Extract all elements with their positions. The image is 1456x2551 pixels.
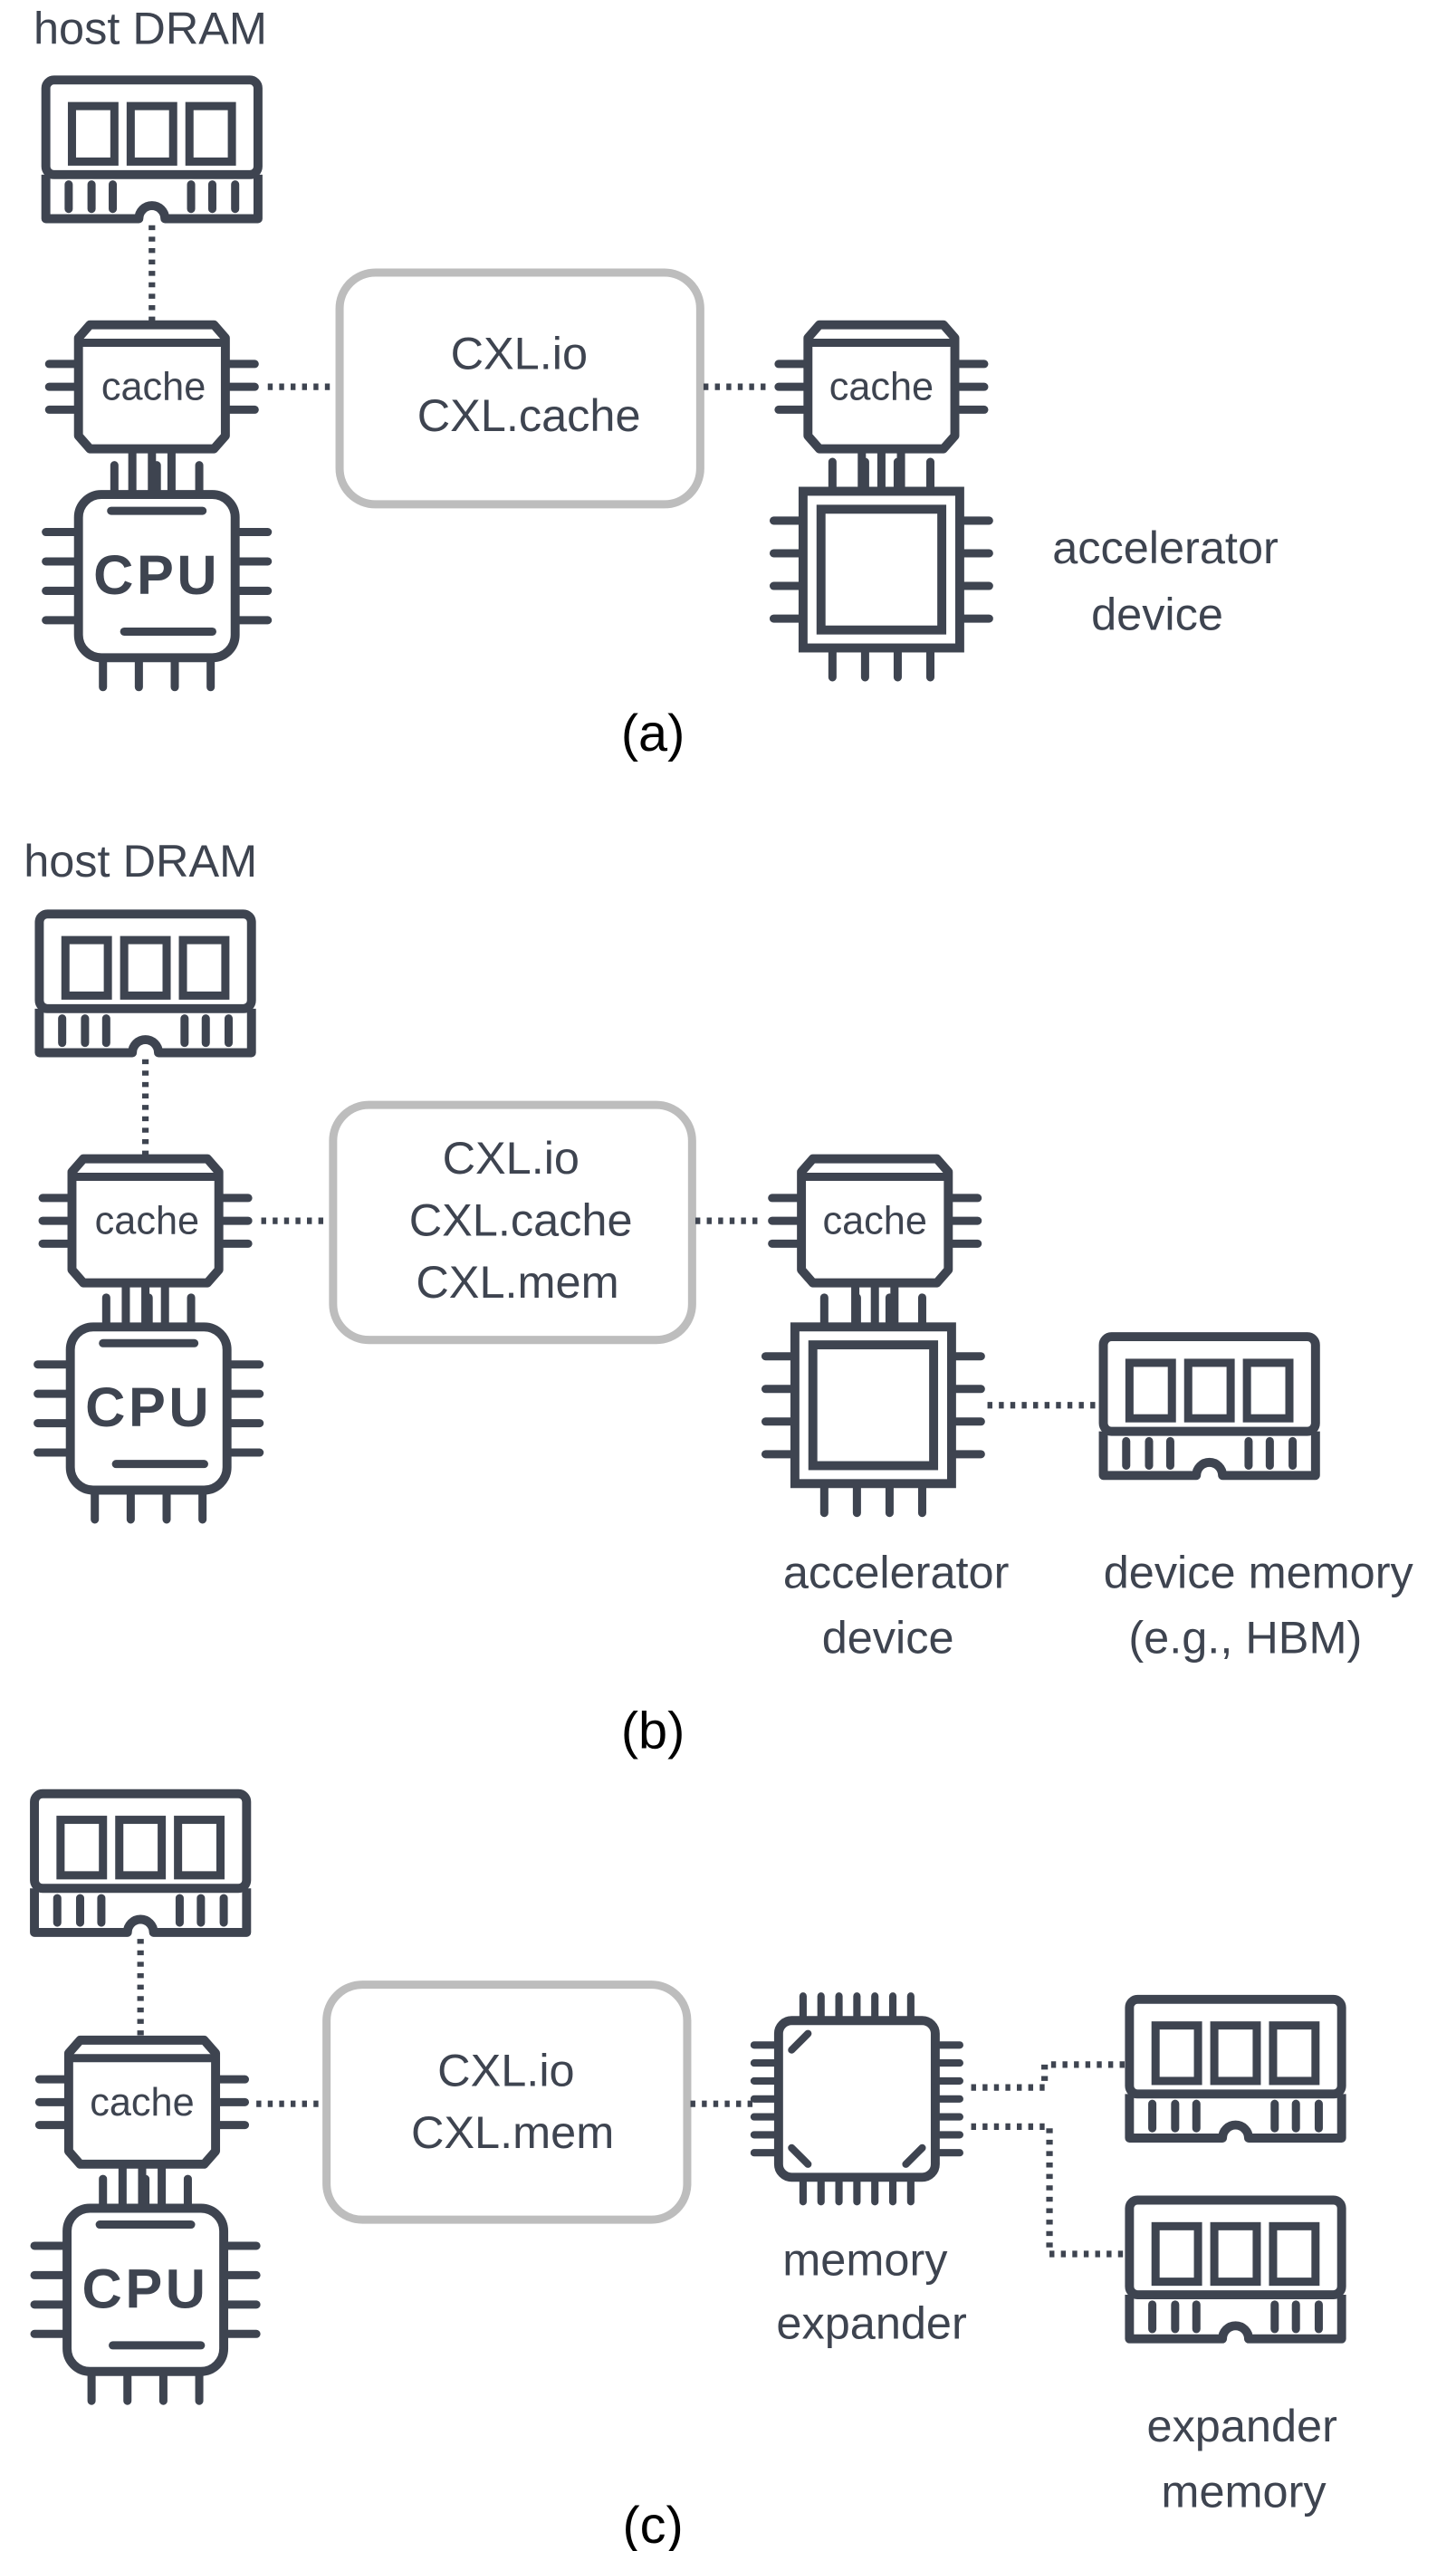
protocol-label: CXL.cache [417, 389, 641, 441]
protocol-label: CXL.io [451, 327, 588, 379]
protocol-label: CXL.io [443, 1132, 580, 1184]
ram-module-icon [46, 80, 258, 218]
expander-memory-label: memory [1161, 2465, 1327, 2517]
accelerator-label: device [1091, 589, 1223, 640]
memory-expander-chip-icon [754, 1996, 960, 2201]
ram-module-icon [1129, 2000, 1341, 2138]
accelerator-label: accelerator [1052, 522, 1279, 573]
dotted-connector [971, 2123, 1126, 2258]
protocol-box [322, 1980, 692, 2224]
accelerator-chip-icon [765, 1298, 981, 1513]
protocol-label: CXL.cache [409, 1194, 633, 1245]
accelerator-label: device [822, 1612, 954, 1664]
accelerator-chip-icon [773, 462, 989, 677]
host-dram-label: host DRAM [34, 3, 267, 54]
protocol-box [329, 1100, 696, 1345]
panel-caption: (a) [621, 705, 685, 762]
protocol-label: CXL.io [437, 2044, 574, 2095]
panel-caption: (b) [621, 1702, 685, 1760]
cpu-chip-label: CPU [93, 544, 220, 606]
cpu-chip-label: CPU [85, 1376, 212, 1438]
cache-chip-label: cache [90, 2081, 194, 2124]
protocol-label: CXL.mem [416, 1256, 618, 1308]
memory-expander-label: memory [782, 2233, 948, 2285]
protocol-label: CXL.mem [411, 2106, 614, 2158]
cache-chip-label: cache [101, 366, 206, 409]
panel-caption: (c) [622, 2497, 683, 2551]
memory-expander-label: expander [776, 2297, 966, 2349]
device-memory-label: device memory [1104, 1547, 1414, 1598]
dotted-connector [971, 2061, 1126, 2091]
cache-chip-label: cache [822, 1200, 926, 1243]
panel-a: host DRAM cache CPU CXL.io CXL.cache cac… [34, 3, 1279, 762]
cpu-chip-label: CPU [81, 2258, 208, 2319]
cache-cpu-connector [128, 448, 176, 495]
cache-chip-label: cache [95, 1200, 199, 1243]
cache-chip-label: cache [829, 366, 934, 409]
expander-memory-label: expander [1147, 2400, 1337, 2451]
protocol-box [335, 268, 704, 509]
ram-module-icon [39, 914, 251, 1052]
panel-b: host DRAM cache CPU CXL.io CXL.cache CXL… [24, 835, 1413, 1760]
host-dram-label: host DRAM [24, 835, 257, 887]
ram-module-icon [34, 1794, 246, 1932]
panel-c: cache CPU CXL.io CXL.mem memory expander… [34, 1794, 1342, 2551]
ram-module-icon [1129, 2201, 1341, 2339]
device-memory-label: (e.g., HBM) [1128, 1612, 1362, 1664]
accelerator-label: accelerator [783, 1547, 1010, 1598]
ram-module-icon [1104, 1337, 1316, 1475]
